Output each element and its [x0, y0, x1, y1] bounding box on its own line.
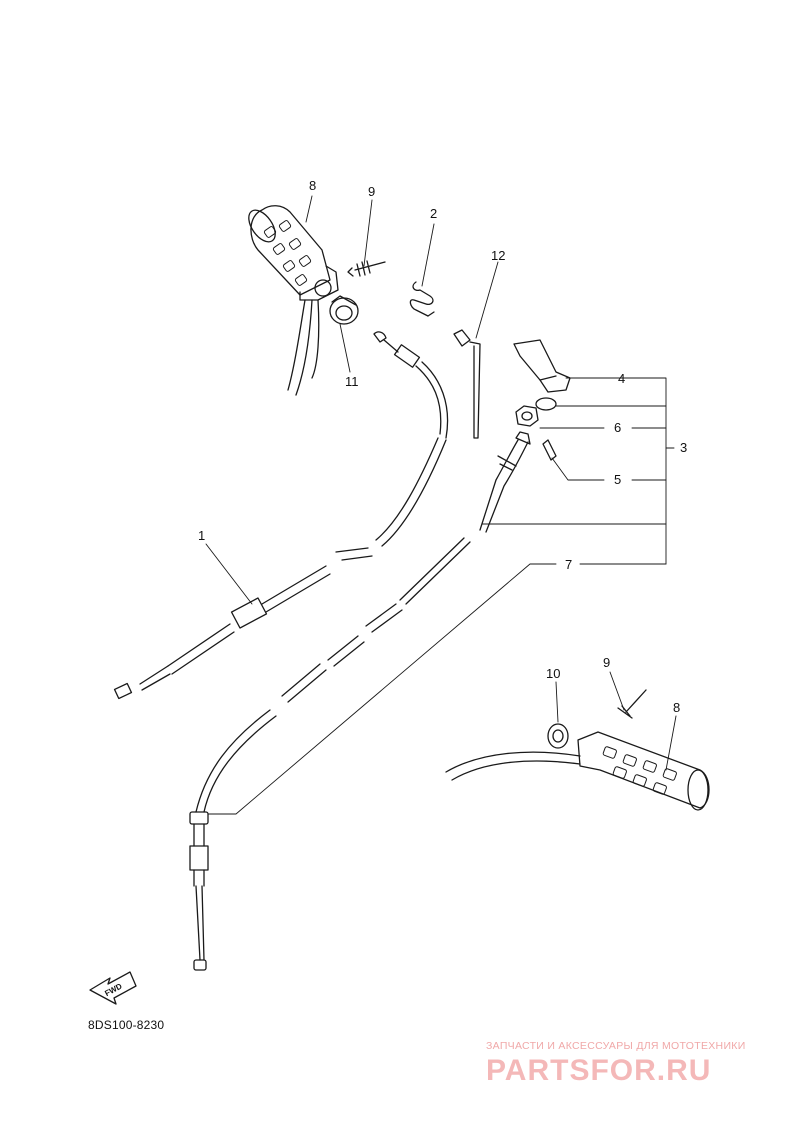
collar-11	[329, 295, 359, 325]
callout-12: 12	[491, 248, 505, 263]
right-grip	[445, 689, 710, 811]
cable-7	[189, 431, 531, 971]
fwd-label: FWD	[103, 982, 124, 999]
callout-3: 3	[680, 440, 687, 455]
callout-9-right: 9	[603, 655, 610, 670]
bracket-4	[513, 339, 571, 393]
leader-lines	[205, 195, 677, 815]
callouts: 8 9 2 12 11 4 6 3 5 1 7 10 9 8 FWD	[103, 178, 687, 998]
screw-left	[347, 260, 386, 277]
nut-6	[515, 397, 557, 427]
callout-8-right: 8	[673, 700, 680, 715]
callout-11: 11	[345, 374, 359, 389]
callout-7: 7	[565, 557, 572, 572]
pin-5	[542, 439, 557, 461]
clip-2	[409, 281, 435, 317]
callout-6: 6	[614, 420, 621, 435]
cable-1	[113, 331, 449, 700]
callout-8-left: 8	[309, 178, 316, 193]
callout-9-left: 9	[368, 184, 375, 199]
callout-1: 1	[198, 528, 205, 543]
left-grip	[248, 205, 339, 396]
fwd-arrow-icon	[89, 971, 137, 1005]
callout-5: 5	[614, 472, 621, 487]
callout-10: 10	[546, 666, 560, 681]
callout-4: 4	[618, 371, 625, 386]
part-code: 8DS100-8230	[88, 1018, 165, 1032]
watermark-tagline: ЗАПЧАСТИ И АКСЕССУАРЫ ДЛЯ МОТОТЕХНИКИ	[486, 1040, 746, 1052]
rod-12	[453, 329, 481, 439]
callout-2: 2	[430, 206, 437, 221]
watermark-logo: PARTSFOR.RU	[486, 1054, 712, 1087]
